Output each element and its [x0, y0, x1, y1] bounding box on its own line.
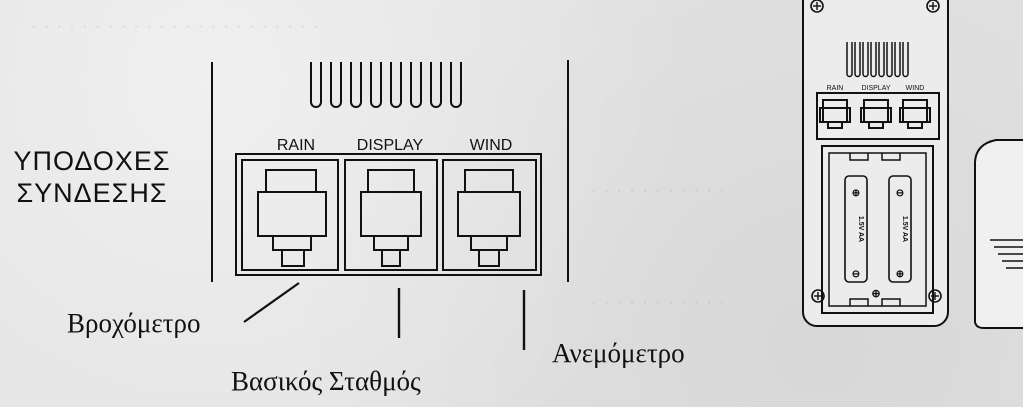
battery-minus-mark: ⊖: [852, 269, 860, 280]
device-back-panel: RAIN DISPLAY WIND ⊕ ⊖ 1.5V AA ⊖: [802, 0, 949, 327]
battery-label: 1.5V AA: [901, 216, 908, 242]
wind-port-label: WIND: [470, 137, 513, 154]
vent-slots: [310, 62, 462, 108]
anemometer-callout: Ανεμόμετρο: [552, 338, 685, 368]
display-port-label: DISPLAY: [357, 137, 424, 154]
battery-icon: [844, 175, 868, 283]
device-display-label: DISPLAY: [861, 85, 890, 92]
device-wind-label: WIND: [906, 85, 925, 92]
device-vent-slots: [846, 42, 909, 78]
screw-icon: [926, 0, 940, 13]
battery-plus-mark: ⊕: [871, 288, 880, 300]
battery-icon: [888, 175, 912, 283]
battery-plus-mark: ⊕: [852, 188, 860, 199]
rain-jack: [241, 159, 339, 271]
battery-label: 1.5V AA: [857, 216, 864, 242]
rain-leader-line: [243, 282, 300, 323]
screw-icon: [928, 289, 942, 303]
connection-sockets-heading: ΥΠΟΔΟΧΕΣ ΣΥΝΔΕΣΗΣ: [0, 145, 192, 209]
rain-gauge-callout: Βροχόμετρο: [67, 308, 201, 338]
device-rain-label: RAIN: [827, 85, 844, 92]
battery-cover: [974, 139, 1023, 329]
battery-minus-mark: ⊖: [896, 188, 904, 199]
jack-panel: [235, 153, 542, 276]
screw-icon: [810, 0, 824, 13]
wind-jack: [442, 159, 537, 271]
device-jack-panel: [816, 92, 940, 140]
heading-line-1: ΥΠΟΔΟΧΕΣ: [13, 146, 171, 176]
display-jack: [344, 159, 438, 271]
battery-plus-mark: ⊕: [896, 269, 904, 280]
rain-port-label: RAIN: [277, 137, 315, 154]
screw-icon: [811, 289, 825, 303]
base-station-callout: Βασικός Σταθμός: [231, 366, 421, 396]
battery-compartment: ⊕ ⊖ 1.5V AA ⊖ ⊕ 1.5V AA ⊕: [821, 145, 934, 314]
heading-line-2: ΣΥΝΔΕΣΗΣ: [16, 178, 168, 208]
